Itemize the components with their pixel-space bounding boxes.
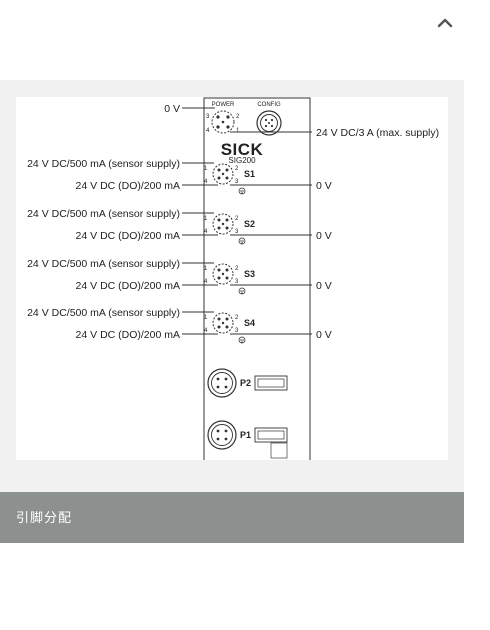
sensor-do-label: 24 V DC (DO)/200 mA <box>76 280 180 292</box>
ground-icon <box>238 287 246 295</box>
sensor-pin-2: 2 <box>235 216 239 222</box>
sensor-pin-2: 2 <box>235 266 239 272</box>
sensor-port-1: 1 2 3 4 S1 24 V DC/500 mA (sensor supply) 24 V… <box>27 158 332 195</box>
sensor-port-name: S2 <box>244 219 255 229</box>
sensor-supply-label: 24 V DC/500 mA (sensor supply) <box>27 208 180 220</box>
sensor-supply-label: 24 V DC/500 mA (sensor supply) <box>27 307 180 319</box>
power-pin-3: 3 <box>206 114 210 120</box>
power-pin-4: 4 <box>206 128 210 134</box>
chevron-up-icon[interactable] <box>432 10 458 36</box>
sensor-ground-label: 0 V <box>316 230 332 242</box>
network-port-p1: P1 <box>207 420 288 450</box>
sensor-supply-label: 24 V DC/500 mA (sensor supply) <box>27 158 180 170</box>
sensor-pin-4: 4 <box>204 328 208 334</box>
power-pin-2: 2 <box>236 114 240 120</box>
sensor-pin-3: 3 <box>235 279 239 285</box>
sensor-pin-1: 1 <box>204 315 208 321</box>
sensor-port-name: S1 <box>244 169 255 179</box>
ground-icon <box>238 336 246 344</box>
sensor-pin-1: 1 <box>204 166 208 172</box>
sensor-do-label: 24 V DC (DO)/200 mA <box>76 329 180 341</box>
sensor-pin-2: 2 <box>235 166 239 172</box>
power-pin-1: 1 <box>236 128 240 134</box>
sensor-port-2: 1 2 3 4 S2 24 V DC/500 mA (sensor supply) 24 V… <box>27 208 332 245</box>
ground-icon <box>238 237 246 245</box>
sensor-pin-1: 1 <box>204 266 208 272</box>
sensor-port-name: S4 <box>244 318 255 328</box>
sensor-port-name: S3 <box>244 269 255 279</box>
config-connector <box>256 110 282 136</box>
sensor-pin-4: 4 <box>204 229 208 235</box>
indicator-window <box>270 442 288 459</box>
sensor-pin-1: 1 <box>204 216 208 222</box>
sensor-ground-label: 0 V <box>316 180 332 192</box>
sensor-pin-4: 4 <box>204 179 208 185</box>
sensor-ground-label: 0 V <box>316 280 332 292</box>
sensor-ground-label: 0 V <box>316 329 332 341</box>
caption-text: 引脚分配 <box>16 510 73 525</box>
sensor-pin-3: 3 <box>235 179 239 185</box>
sick-logo: SICK <box>221 140 264 159</box>
network-port-p2: P2 <box>207 368 288 398</box>
pin-assignment-diagram: POWER CONFIG 1 2 3 4 0 V 24 V DC/3 A (ma… <box>16 97 448 462</box>
device-model: SIG200 <box>228 156 256 165</box>
sensor-pin-3: 3 <box>235 229 239 235</box>
config-connector-label: CONFIG <box>257 102 281 108</box>
power-connector: 1 2 3 4 <box>206 110 240 134</box>
network-port-name: P2 <box>240 378 251 388</box>
ground-icon <box>238 187 246 195</box>
sensor-pin-3: 3 <box>235 328 239 334</box>
power-connector-label: POWER <box>212 102 235 108</box>
power-right-label: 24 V DC/3 A (max. supply) <box>316 127 439 139</box>
sensor-pin-4: 4 <box>204 279 208 285</box>
sensor-supply-label: 24 V DC/500 mA (sensor supply) <box>27 258 180 270</box>
sensor-do-label: 24 V DC (DO)/200 mA <box>76 230 180 242</box>
power-left-label: 0 V <box>164 103 180 115</box>
sensor-port-3: 1 2 3 4 S3 24 V DC/500 mA (sensor supply) 24 V… <box>27 258 332 295</box>
sensor-port-4: 1 2 3 4 S4 24 V DC/500 mA (sensor supply) 24 V… <box>27 307 332 344</box>
caption-bar: 引脚分配 <box>0 492 464 543</box>
network-port-name: P1 <box>240 430 251 440</box>
sensor-do-label: 24 V DC (DO)/200 mA <box>76 180 180 192</box>
sensor-pin-2: 2 <box>235 315 239 321</box>
